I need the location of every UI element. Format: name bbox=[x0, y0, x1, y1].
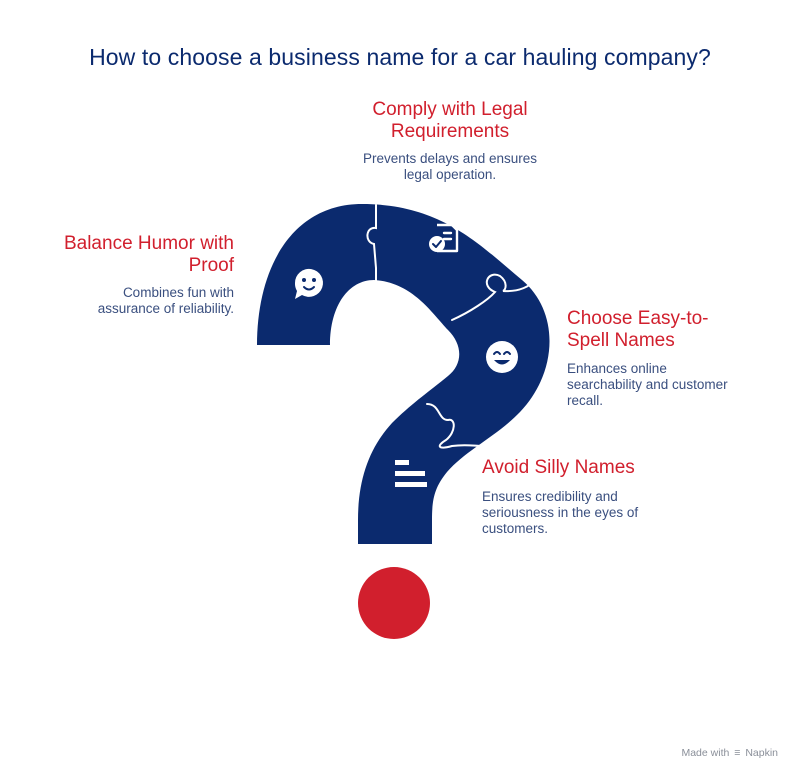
description-line: legal operation. bbox=[403, 167, 497, 182]
item-heading: Balance Humor with Proof bbox=[20, 233, 234, 277]
item-description: Enhances online searchability and custom… bbox=[567, 361, 792, 409]
heading-line: Proof bbox=[188, 255, 234, 276]
footer-brand: Napkin bbox=[745, 747, 778, 759]
item-heading: Comply with Legal Requirements bbox=[300, 99, 600, 143]
item-description: Combines fun with assurance of reliabili… bbox=[20, 285, 234, 317]
description-line: Ensures credibility and bbox=[482, 489, 618, 504]
heading-line: Avoid Silly Names bbox=[482, 457, 635, 478]
footer-credit: Made with ≡ Napkin bbox=[681, 747, 778, 759]
question-mark-dot bbox=[358, 567, 430, 639]
description-line: recall. bbox=[567, 393, 604, 408]
heading-line: Balance Humor with bbox=[63, 233, 234, 254]
document-check-icon bbox=[429, 223, 459, 253]
item-heading: Choose Easy-to- Spell Names bbox=[567, 308, 787, 352]
description-line: Prevents delays and ensures bbox=[362, 151, 538, 166]
heading-line: Choose Easy-to- bbox=[567, 308, 709, 329]
description-line: seriousness in the eyes of bbox=[482, 505, 639, 520]
napkin-logo-icon: ≡ bbox=[734, 747, 741, 759]
description-line: searchability and customer bbox=[567, 377, 728, 392]
item-description: Ensures credibility and seriousness in t… bbox=[482, 489, 742, 537]
chat-smile-icon bbox=[294, 268, 323, 299]
question-mark-shape bbox=[257, 204, 550, 544]
item-description: Prevents delays and ensures legal operat… bbox=[300, 151, 600, 183]
align-left-icon bbox=[395, 460, 427, 487]
heading-line: Comply with Legal bbox=[372, 99, 528, 120]
page-title: How to choose a business name for a car … bbox=[89, 44, 711, 70]
description-line: Combines fun with bbox=[122, 285, 234, 300]
description-line: Enhances online bbox=[567, 361, 667, 376]
description-line: customers. bbox=[482, 521, 549, 536]
description-line: assurance of reliability. bbox=[97, 301, 234, 316]
item-heading: Avoid Silly Names bbox=[482, 457, 742, 479]
heading-line: Requirements bbox=[390, 121, 510, 142]
smile-face-icon bbox=[486, 341, 518, 373]
footer-made-with: Made with bbox=[681, 747, 730, 759]
heading-line: Spell Names bbox=[567, 330, 675, 351]
